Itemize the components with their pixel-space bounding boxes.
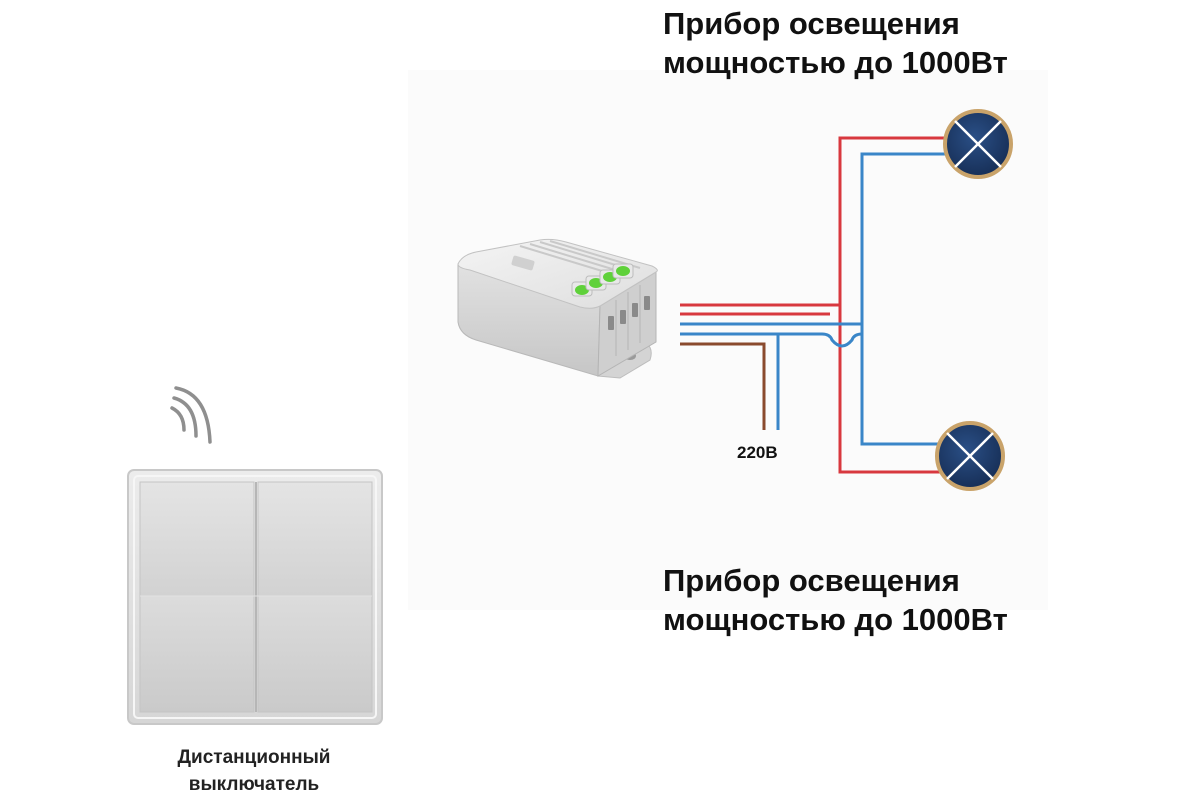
- wall-switch-icon: [127, 469, 383, 725]
- neutral-wire-to-upper-lamp: [680, 152, 950, 326]
- voltage-label: 220В: [737, 443, 778, 462]
- lamp-label-bottom-line1: Прибор освещения: [663, 563, 960, 598]
- lamp-label-bottom: Прибор освещения мощностью до 1000Вт: [663, 561, 1008, 639]
- neutral-wire-loop: [680, 332, 863, 348]
- supply-wire-brown: [680, 342, 766, 430]
- phase-wire-lower-branch: [838, 305, 950, 474]
- lamp-symbol-icon: [943, 109, 1013, 179]
- supply-wire-blue: [772, 332, 780, 430]
- phase-wire-to-lamps: [680, 136, 955, 307]
- wireless-signal-icon: [170, 386, 212, 444]
- switch-label-line2: выключатель: [188, 774, 320, 795]
- lamp-label-top-line1: Прибор освещения: [663, 6, 960, 41]
- lamp-label-top: Прибор освещения мощностью до 1000Вт: [663, 4, 1008, 82]
- lamp-label-bottom-line2: мощностью до 1000Вт: [663, 602, 1008, 637]
- switch-label-line1: Дистанционный: [177, 747, 331, 768]
- lamp-symbol-icon: [935, 421, 1005, 491]
- wiring: [680, 136, 955, 474]
- relay-module-icon: [457, 238, 658, 379]
- neutral-wire-to-lower-lamp: [860, 324, 950, 446]
- switch-label: Дистанционный выключатель: [150, 744, 358, 798]
- lamp-label-top-line2: мощностью до 1000Вт: [663, 45, 1008, 80]
